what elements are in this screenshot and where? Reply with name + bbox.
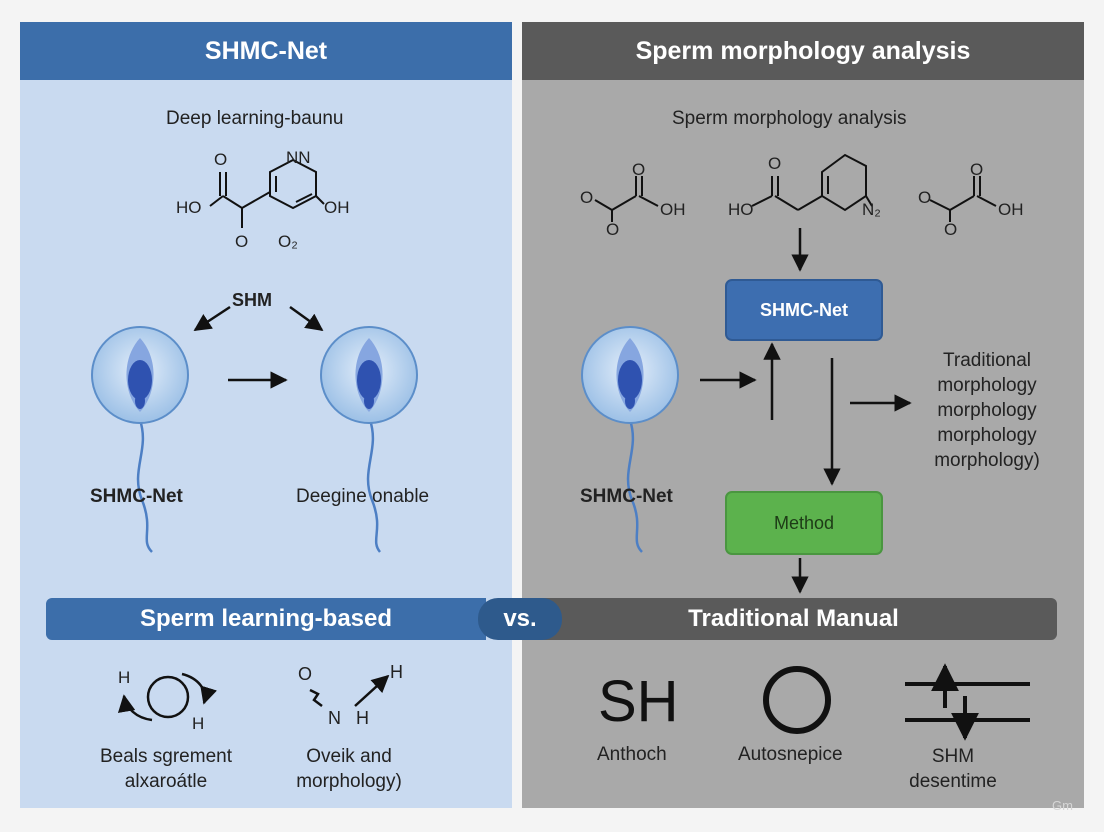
mol-label: NN xyxy=(286,148,311,167)
mol-label: O xyxy=(606,220,620,239)
equilibrium-icon xyxy=(905,663,1030,741)
sh-symbol: SH xyxy=(598,669,679,734)
mol-label: OH xyxy=(324,198,350,217)
mol-label: O xyxy=(580,188,594,207)
bottom-right-caption-2: Autosnepice xyxy=(738,744,843,765)
shm-label: SHM xyxy=(232,290,272,310)
icon-label: H xyxy=(356,708,369,728)
mol-label: HO xyxy=(176,198,202,217)
mol-label: O xyxy=(768,154,782,173)
icon-label: H xyxy=(390,662,403,682)
shmc-net-box: SHMC-Net xyxy=(725,279,883,341)
mol-label: O xyxy=(632,160,646,179)
watermark: Gm xyxy=(1052,798,1073,813)
mol-label: O xyxy=(944,220,958,239)
shm-left-arrow xyxy=(193,305,231,332)
shm-right-arrow xyxy=(289,305,324,332)
bottom-left-caption-2: Oveik and morphology) xyxy=(296,746,402,792)
mol-label: O xyxy=(918,188,932,207)
learning-based-bar: Sperm learning-based xyxy=(46,598,486,640)
left-panel: SHMC-Net xyxy=(20,22,512,808)
mol-label: O xyxy=(235,232,249,251)
traditional-morphology-text: Traditional morphology morphology morpho… xyxy=(934,350,1040,471)
right-subtitle: Sperm morphology analysis xyxy=(672,108,907,129)
circle-icon xyxy=(763,666,831,734)
sperm-cell-middle-icon xyxy=(320,326,418,553)
icon-label: H xyxy=(118,668,131,687)
mol-label: O₂ xyxy=(278,232,298,251)
mol-label: O xyxy=(214,150,228,169)
mol-label: OH xyxy=(998,200,1024,219)
cycle-arrows-icon xyxy=(117,672,217,722)
mol-label: HO xyxy=(728,200,754,219)
mol-label: N₂ xyxy=(862,200,881,219)
vs-badge: vs. xyxy=(478,598,562,640)
bottom-right-caption-3: SHM desentime xyxy=(909,746,997,792)
traditional-manual-bar: Traditional Manual xyxy=(530,598,1057,640)
left-subtitle: Deep learning-baunu xyxy=(166,108,344,129)
icon-label: N xyxy=(328,708,341,728)
right-cell-label: SHMC-Net xyxy=(580,486,673,507)
right-molecule-3-icon xyxy=(929,176,997,222)
left-cell-label: SHMC-Net xyxy=(90,486,183,507)
sperm-cell-left-icon xyxy=(91,326,189,553)
bottom-right-caption-1: Anthoch xyxy=(597,744,667,765)
icon-label: O xyxy=(298,664,313,684)
middle-cell-label: Deegine onable xyxy=(296,486,430,507)
mol-label: O xyxy=(970,160,984,179)
right-molecule-2-icon xyxy=(751,153,873,212)
reaction-arrows-icon xyxy=(309,674,390,707)
left-panel-title: SHMC-Net xyxy=(20,22,512,80)
mol-label: OH xyxy=(660,200,686,219)
icon-label: H xyxy=(192,714,205,733)
sperm-cell-right-icon xyxy=(581,326,679,553)
right-panel: Sperm morphology analysis xyxy=(522,22,1084,808)
right-panel-title: Sperm morphology analysis xyxy=(522,22,1084,80)
method-box: Method xyxy=(725,491,883,555)
bottom-left-caption-1: Beals sgrement alxaroátle xyxy=(99,746,232,792)
right-molecule-1-icon xyxy=(594,176,659,222)
left-molecule-icon xyxy=(209,158,325,228)
